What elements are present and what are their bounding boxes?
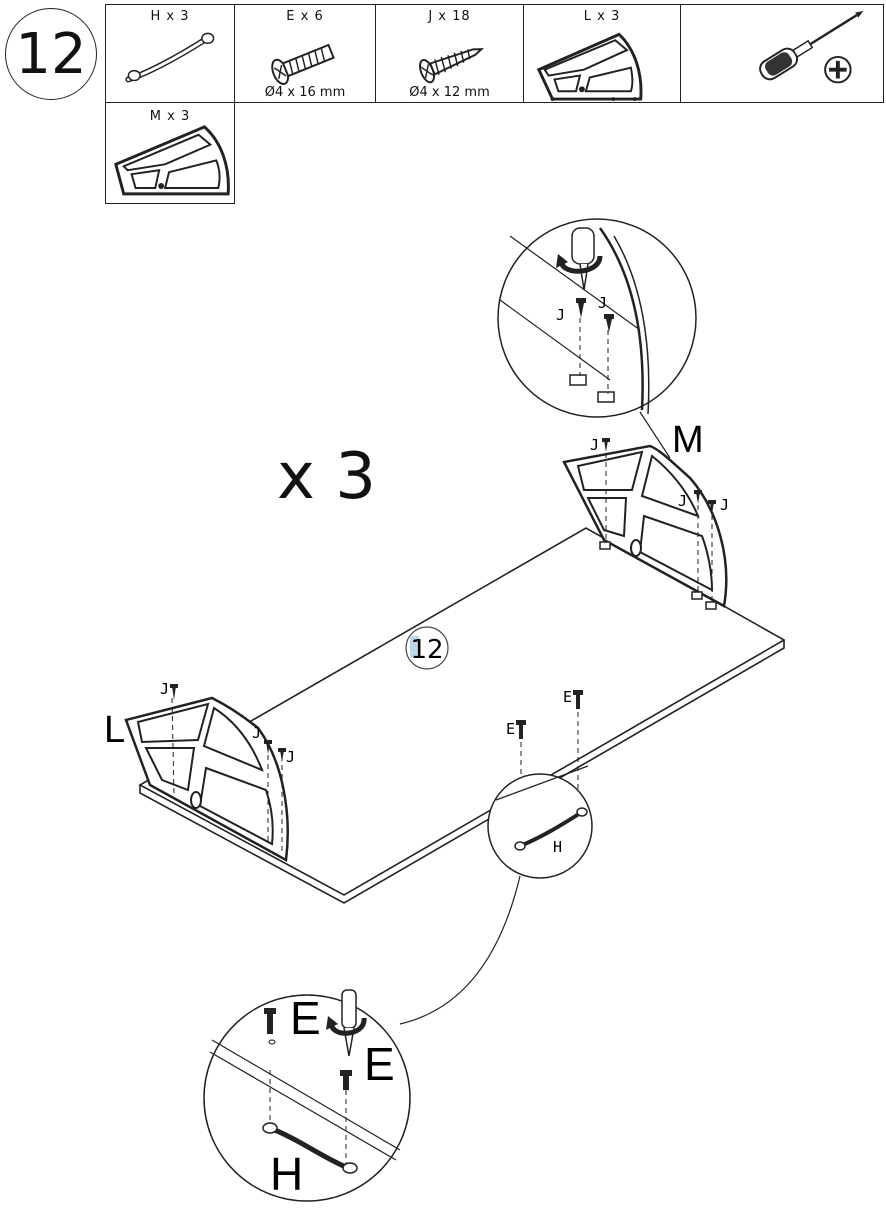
center-badge-label: 12 [410,635,443,665]
wood-screw-icon [418,48,485,84]
part-dimension: Ø4 x 12 mm [409,85,490,100]
panel [138,527,786,904]
step-number: 12 [5,8,97,100]
label-e: E [563,688,572,706]
label-j: J [590,436,599,454]
part-dimension: Ø4 x 16 mm [264,85,346,100]
part-m-cell: M x 3 [105,103,235,204]
part-label: H x 3 [150,9,190,24]
label-e: E [290,992,321,1044]
label-e: E [364,1038,395,1090]
screws-j [170,438,716,762]
label-j: J [678,492,687,510]
phillips-screwdriver-icon [759,10,864,84]
label-j: J [160,680,169,698]
quantity-multiplier: x 3 [277,440,376,514]
label-m: M [672,419,704,461]
label-h: H [553,838,562,856]
part-j-cell: J x 18 Ø4 x 12 mm [376,5,524,102]
label-j: J [252,724,261,742]
label-j: J [556,306,565,324]
label-l: L [104,709,125,751]
part-label: M x 3 [149,109,191,124]
detail-bottom [203,989,411,1202]
part-e-cell: E x 6 Ø4 x 16 mm [235,5,376,102]
bracket-m-icon [114,125,230,196]
center-badge [405,626,449,670]
bracket-l-icon [536,32,643,102]
machine-screw-icon [271,43,335,85]
label-h: H [270,1148,303,1200]
part-tool-cell [681,5,885,102]
part-label: L x 3 [583,9,621,24]
part-label: E x 6 [286,9,324,24]
part-h-cell: H x 3 [106,5,235,102]
label-j: J [286,748,295,766]
label-j: J [720,496,729,514]
parts-table: H x 3 E x 6 Ø4 x 16 mm J x 18 [105,4,884,103]
label-j: J [598,294,607,312]
part-label: J x 18 [428,9,471,24]
bracket-m [562,444,728,610]
label-e: E [506,720,515,738]
handle-callout [399,765,593,1025]
part-l-cell: L x 3 [524,5,681,102]
handle-icon [125,32,215,83]
detail-top [497,218,697,459]
